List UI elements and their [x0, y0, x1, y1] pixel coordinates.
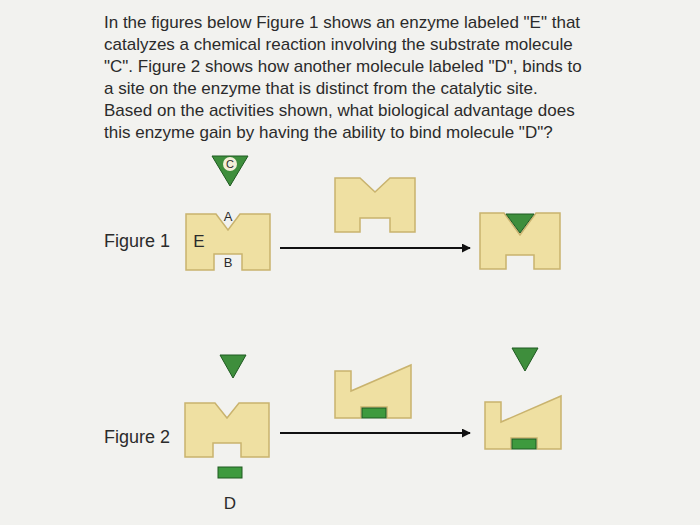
regulator-molecule: D	[216, 467, 244, 513]
molecule-letter: D	[224, 495, 236, 512]
figure-label: Figure 1	[104, 230, 184, 252]
enzyme-shape: EAB	[186, 214, 270, 270]
reaction-arrow	[280, 432, 470, 434]
substrate-molecule	[220, 355, 246, 378]
reaction-arrow	[280, 247, 470, 249]
question-text: In the figures below Figure 1 shows an e…	[104, 12, 584, 144]
enzyme-letter: E	[193, 233, 204, 250]
enzyme-shape	[185, 403, 269, 457]
site-letter: A	[224, 210, 233, 223]
substrate-molecule	[512, 348, 538, 371]
enzyme-substrate-complex	[480, 213, 560, 269]
figure-label: Figure 2	[104, 426, 184, 448]
altered-enzyme	[485, 396, 561, 449]
substrate-molecule: C	[212, 156, 248, 186]
altered-enzyme	[335, 365, 411, 418]
enzyme-shape	[335, 178, 415, 232]
molecule-letter: C	[226, 159, 234, 170]
site-letter: B	[224, 256, 233, 269]
